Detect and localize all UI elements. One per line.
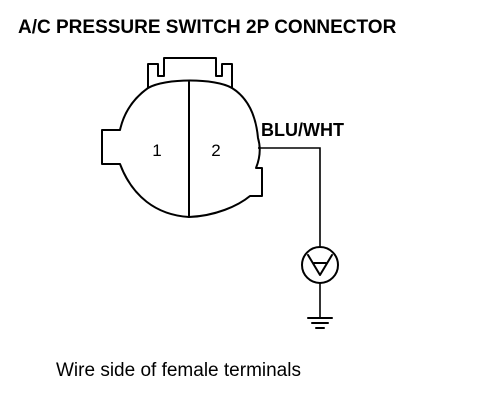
pin-2-label: 2 xyxy=(211,141,220,160)
connector-body xyxy=(101,79,263,218)
diagram-title: A/C PRESSURE SWITCH 2P CONNECTOR xyxy=(18,17,397,38)
connector-housing xyxy=(101,57,263,218)
diagram-caption: Wire side of female terminals xyxy=(56,360,301,381)
wire-color-label: BLU/WHT xyxy=(261,120,344,140)
ground-symbol-icon xyxy=(307,317,333,329)
blu-wht-wire xyxy=(258,147,321,247)
locking-tab xyxy=(147,57,233,89)
pin-1-label: 1 xyxy=(152,141,161,160)
voltmeter-symbol-icon xyxy=(301,246,339,284)
